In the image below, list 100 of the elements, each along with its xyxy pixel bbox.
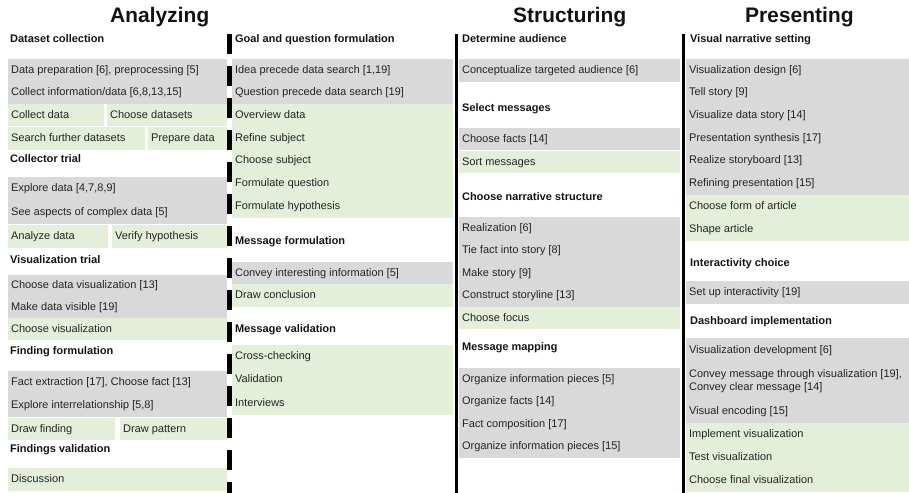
shaded-band: [232, 284, 453, 307]
step-text: Visualization development [6]: [689, 344, 832, 356]
step-text: Tell story [9]: [689, 86, 748, 100]
shaded-band: [232, 345, 453, 415]
section-heading: Collector trial: [10, 153, 81, 165]
shaded-band: [112, 225, 227, 248]
step-text: Visualize data story [14]: [689, 109, 806, 122]
shaded-band: [8, 127, 145, 150]
shaded-band: [686, 423, 909, 492]
column-title: Analyzing: [110, 4, 210, 28]
section-heading: Message formulation: [235, 235, 346, 247]
section-heading: Choose narrative structure: [462, 191, 603, 203]
step-text: Implement visualization: [689, 428, 804, 441]
step-text: Choose visualization: [11, 322, 112, 336]
step-text: Cross-checking: [235, 350, 311, 364]
step-text: Collect information/data [6,8,13,15]: [11, 86, 182, 100]
step-text: Make data visible [19]: [11, 300, 118, 314]
step-text: Choose final visualization: [689, 474, 814, 487]
step-text: Visual encoding [15]: [689, 404, 788, 418]
step-text: Construct storyline [13]: [462, 289, 574, 302]
step-text: Choose subject: [235, 154, 311, 168]
shaded-band: [459, 59, 680, 82]
step-text: Explore data [4,7,8,9]: [11, 182, 116, 196]
step-text: Collect data: [11, 108, 70, 122]
section-heading: Message mapping: [462, 341, 558, 353]
shaded-band: [8, 225, 108, 248]
step-text: Question precede data search [19]: [235, 86, 404, 100]
step-text: Verify hypothesis: [115, 230, 198, 243]
shaded-band: [8, 371, 227, 417]
section-heading: Determine audience: [462, 33, 567, 45]
step-text: Draw pattern: [123, 422, 186, 436]
step-text: Formulate hypothesis: [235, 200, 340, 214]
step-text: Tie fact into story [8]: [462, 244, 561, 258]
step-text: Analyze data: [11, 230, 75, 243]
shaded-band: [107, 104, 227, 126]
step-text: Presentation synthesis [17]: [689, 132, 822, 145]
shaded-band: [459, 128, 680, 150]
shaded-band: [686, 281, 909, 304]
section-heading: Dashboard implementation: [690, 315, 832, 327]
shaded-band: [232, 104, 453, 218]
step-text: Shape article: [689, 223, 754, 236]
step-text: Fact composition [17]: [462, 418, 567, 431]
shaded-band: [686, 59, 909, 195]
section-heading: Interactivity choice: [690, 257, 790, 269]
step-text: Realize storyboard [13]: [689, 154, 802, 168]
shaded-band: [8, 468, 227, 491]
section-heading: Findings validation: [10, 443, 110, 455]
step-text: Draw conclusion: [235, 289, 316, 302]
step-text: Convey message through visualization [19], Convey clear message [14]: [689, 368, 903, 394]
shaded-band: [8, 318, 227, 340]
shaded-band: [8, 275, 227, 318]
step-text: Refine subject: [235, 132, 305, 145]
step-text: See aspects of complex data [5]: [11, 206, 168, 219]
step-text: Overview data: [235, 108, 306, 122]
shaded-band: [8, 177, 227, 224]
step-text: Formulate question: [235, 177, 330, 190]
step-text: Interviews: [235, 396, 285, 410]
shaded-band: [686, 338, 909, 423]
section-heading: Select messages: [462, 102, 551, 114]
shaded-band: [8, 59, 227, 104]
column-title: Structuring: [513, 4, 626, 28]
shaded-band: [8, 104, 104, 126]
shaded-band: [232, 262, 453, 284]
step-text: Draw finding: [11, 422, 72, 436]
step-text: Choose datasets: [110, 108, 193, 122]
step-text: Visualization design [6]: [689, 64, 802, 77]
section-heading: Visual narrative setting: [690, 33, 811, 45]
step-text: Organize facts [14]: [462, 395, 554, 408]
shaded-band: [232, 59, 453, 104]
step-text: Set up interactivity [19]: [689, 286, 800, 299]
step-text: Choose form of article: [689, 200, 797, 213]
step-text: Sort messages: [462, 156, 536, 168]
step-text: Prepare data: [151, 132, 215, 145]
shaded-band: [686, 195, 909, 241]
section-heading: Finding formulation: [10, 345, 114, 357]
step-text: Choose data visualization [13]: [11, 279, 158, 292]
shaded-band: [8, 418, 115, 440]
step-text: Search further datasets: [11, 132, 126, 145]
section-heading: Goal and question formulation: [235, 33, 394, 45]
section-heading: Dataset collection: [10, 33, 104, 45]
section-heading: Message validation: [235, 323, 336, 335]
step-text: Make story [9]: [462, 266, 532, 280]
step-text: Fact extraction [17], Choose fact [13]: [11, 376, 191, 389]
step-text: Choose facts [14]: [462, 132, 548, 146]
step-text: Test visualization: [689, 451, 772, 464]
section-heading: Visualization trial: [10, 254, 100, 266]
step-text: Convey interesting information [5]: [235, 266, 399, 280]
step-text: Validation: [235, 373, 282, 386]
step-text: Data preparation [6], preprocessing [5]: [11, 64, 199, 77]
shaded-band: [459, 217, 680, 307]
step-text: Organize information pieces [5]: [462, 372, 614, 386]
step-text: Discussion: [11, 473, 64, 486]
step-text: Conceptualize targeted audience [6]: [462, 64, 638, 77]
shaded-band: [459, 151, 680, 173]
column-title: Presenting: [745, 4, 854, 28]
step-text: Realization [6]: [462, 222, 532, 235]
step-text: Refining presentation [15]: [689, 177, 814, 190]
shaded-band: [120, 418, 227, 440]
shaded-band: [459, 307, 680, 329]
step-text: Organize information pieces [15]: [462, 440, 620, 454]
